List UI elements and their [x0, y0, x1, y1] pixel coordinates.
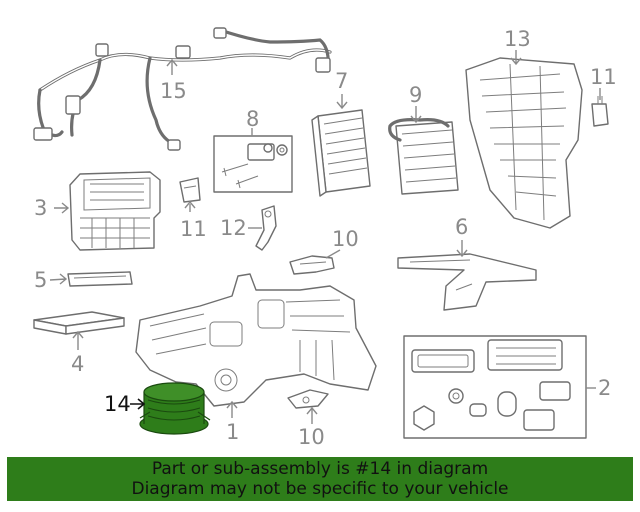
callout-14: 14	[104, 392, 131, 416]
callout-5: 5	[34, 268, 47, 292]
callout-7: 7	[335, 69, 348, 93]
wiring-harness-part	[33, 27, 332, 151]
callout-3: 3	[34, 196, 47, 220]
duct-part-13	[465, 57, 583, 229]
callout-9: 9	[409, 83, 422, 107]
callout-11-lower: 11	[180, 217, 207, 241]
callout-13: 13	[504, 27, 531, 51]
parts-diagram: 15 8 7 9 13 11 3 11 12 10 6 5 4 2 14 1 1…	[33, 27, 617, 449]
bracket-part-10-upper	[289, 255, 335, 275]
bracket-part-10-lower	[287, 389, 329, 409]
leader-lines	[49, 50, 601, 424]
sensor-part-11-lower	[179, 177, 201, 203]
housing-part-3	[69, 171, 161, 251]
strip-part-5	[67, 271, 133, 287]
diagram-notice-banner: Part or sub-assembly is #14 in diagram D…	[7, 457, 633, 501]
callout-12: 12	[220, 216, 247, 240]
heater-core-part-9	[388, 118, 459, 195]
duct-part-6	[397, 253, 537, 311]
cabin-filter-part-4	[33, 311, 125, 335]
callout-2: 2	[598, 376, 611, 400]
notice-line-2: Diagram may not be specific to your vehi…	[131, 479, 509, 499]
callout-15: 15	[160, 79, 187, 103]
callout-6: 6	[455, 215, 468, 239]
callout-10-upper: 10	[332, 227, 359, 251]
callout-11-upper: 11	[590, 65, 617, 89]
hvac-housing-part-1	[135, 273, 377, 407]
evaporator-part-7	[311, 109, 371, 197]
callout-4: 4	[71, 352, 84, 376]
callouts: 15 8 7 9 13 11 3 11 12 10 6 5 4 2 14 1 1…	[34, 27, 617, 449]
notice-line-1: Part or sub-assembly is #14 in diagram	[151, 459, 489, 479]
actuator-part-12	[255, 205, 277, 251]
seal-kit-part-2	[403, 335, 587, 439]
hardware-kit-part-8	[213, 135, 293, 193]
blower-motor-part-14	[139, 382, 211, 435]
sensor-part-11-upper	[591, 96, 609, 127]
callout-1: 1	[226, 420, 239, 444]
callout-10-lower: 10	[298, 425, 325, 449]
callout-8: 8	[246, 107, 259, 131]
